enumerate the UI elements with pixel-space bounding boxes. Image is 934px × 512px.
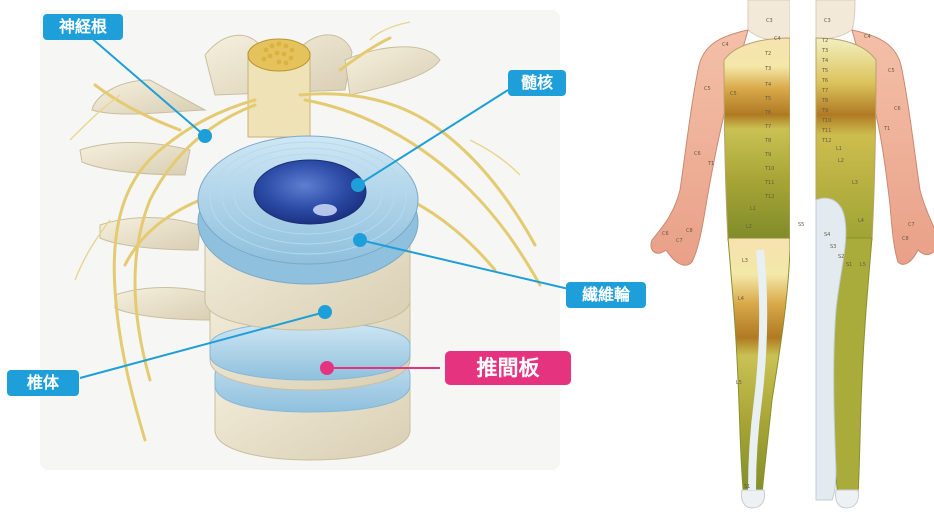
seg-front-c7: C7 [676, 238, 683, 244]
seg-back-c3: C3 [824, 18, 831, 24]
seg-front-t2: T2 [764, 51, 771, 57]
seg-front-t4: T4 [764, 82, 771, 88]
seg-back-l4: L4 [858, 218, 864, 224]
annulus-fibrosus-label: 繊維輪 [566, 282, 646, 308]
seg-back-t5: T5 [821, 68, 828, 74]
seg-front-c8: C8 [686, 228, 693, 234]
seg-back-t1: T1 [883, 126, 890, 132]
dermatome-map: C3 C4 C4 C5 C6 C5 T1 C8 C7 C6 T2 T3 T4 T… [640, 0, 934, 512]
seg-front-l2: L2 [746, 224, 752, 230]
seg-front-c3: C3 [766, 18, 773, 24]
seg-front-c5: C5 [704, 86, 711, 92]
seg-front-l5: L5 [736, 380, 742, 386]
seg-back-t7: T7 [821, 88, 828, 94]
seg-front-c6: C6 [694, 151, 701, 157]
intervertebral-disc-label: 推間板 [445, 351, 571, 385]
nucleus-pulposus-label: 髄核 [508, 70, 566, 96]
seg-back-t11: T11 [821, 128, 831, 134]
seg-back-s1: S1 [846, 262, 852, 268]
spine-illustration [0, 0, 590, 512]
front-foot [741, 490, 764, 508]
seg-front-l1: L1 [750, 206, 756, 212]
seg-front-c5b: C5 [730, 91, 737, 97]
seg-back-t6: T6 [821, 78, 828, 84]
seg-front-l3: L3 [742, 258, 748, 264]
seg-front-t1: T1 [707, 161, 714, 167]
seg-front-c4: C4 [722, 42, 729, 48]
seg-front-t8: T8 [764, 138, 771, 144]
front-torso [724, 38, 790, 240]
seg-front-c6b: C6 [662, 231, 669, 237]
seg-back-t10: T10 [821, 118, 831, 124]
seg-back-c8: C8 [902, 236, 909, 242]
seg-front-t6: T6 [764, 110, 771, 116]
back-neck [816, 0, 855, 39]
seg-front-l4: L4 [738, 296, 744, 302]
seg-front-t3: T3 [764, 66, 771, 72]
seg-front-t9: T9 [764, 152, 771, 158]
seg-back-l1: L1 [836, 146, 842, 152]
seg-back-s3: S3 [830, 244, 836, 250]
seg-back-l2: L2 [838, 158, 844, 164]
seg-back-t12: T12 [821, 138, 831, 144]
seg-front-t5: T5 [764, 96, 771, 102]
back-figure [816, 0, 934, 508]
nerve-root-label: 神経根 [43, 14, 123, 40]
seg-back-l3: L3 [852, 180, 858, 186]
seg-back-s5: S5 [798, 222, 804, 228]
seg-back-c7: C7 [908, 222, 915, 228]
nucleus-highlight [313, 204, 337, 216]
seg-back-c5: C5 [888, 68, 895, 74]
seg-back-c4: C4 [864, 34, 871, 40]
seg-back-t4: T4 [821, 58, 828, 64]
nucleus-pulposus [254, 160, 366, 224]
seg-back-t2: T2 [821, 38, 828, 44]
front-figure [651, 0, 790, 508]
seg-back-s4: S4 [824, 232, 830, 238]
seg-front-t10: T10 [764, 166, 774, 172]
seg-front-c4b: C4 [774, 36, 781, 42]
seg-front-s1: S1 [744, 484, 750, 490]
back-foot [835, 490, 858, 508]
figure-divider [790, 0, 816, 512]
seg-back-t8: T8 [821, 98, 828, 104]
seg-back-l5: L5 [860, 262, 866, 268]
seg-back-t3: T3 [821, 48, 828, 54]
seg-front-t7: T7 [764, 124, 771, 130]
seg-front-t12: T12 [764, 194, 774, 200]
seg-back-c6: C6 [894, 106, 901, 112]
disc-2 [210, 322, 410, 380]
vertebral-body-label: 椎体 [7, 370, 79, 396]
seg-back-t9: T9 [821, 108, 828, 114]
seg-front-t11: T11 [764, 180, 774, 186]
seg-back-s2: S2 [838, 254, 844, 260]
